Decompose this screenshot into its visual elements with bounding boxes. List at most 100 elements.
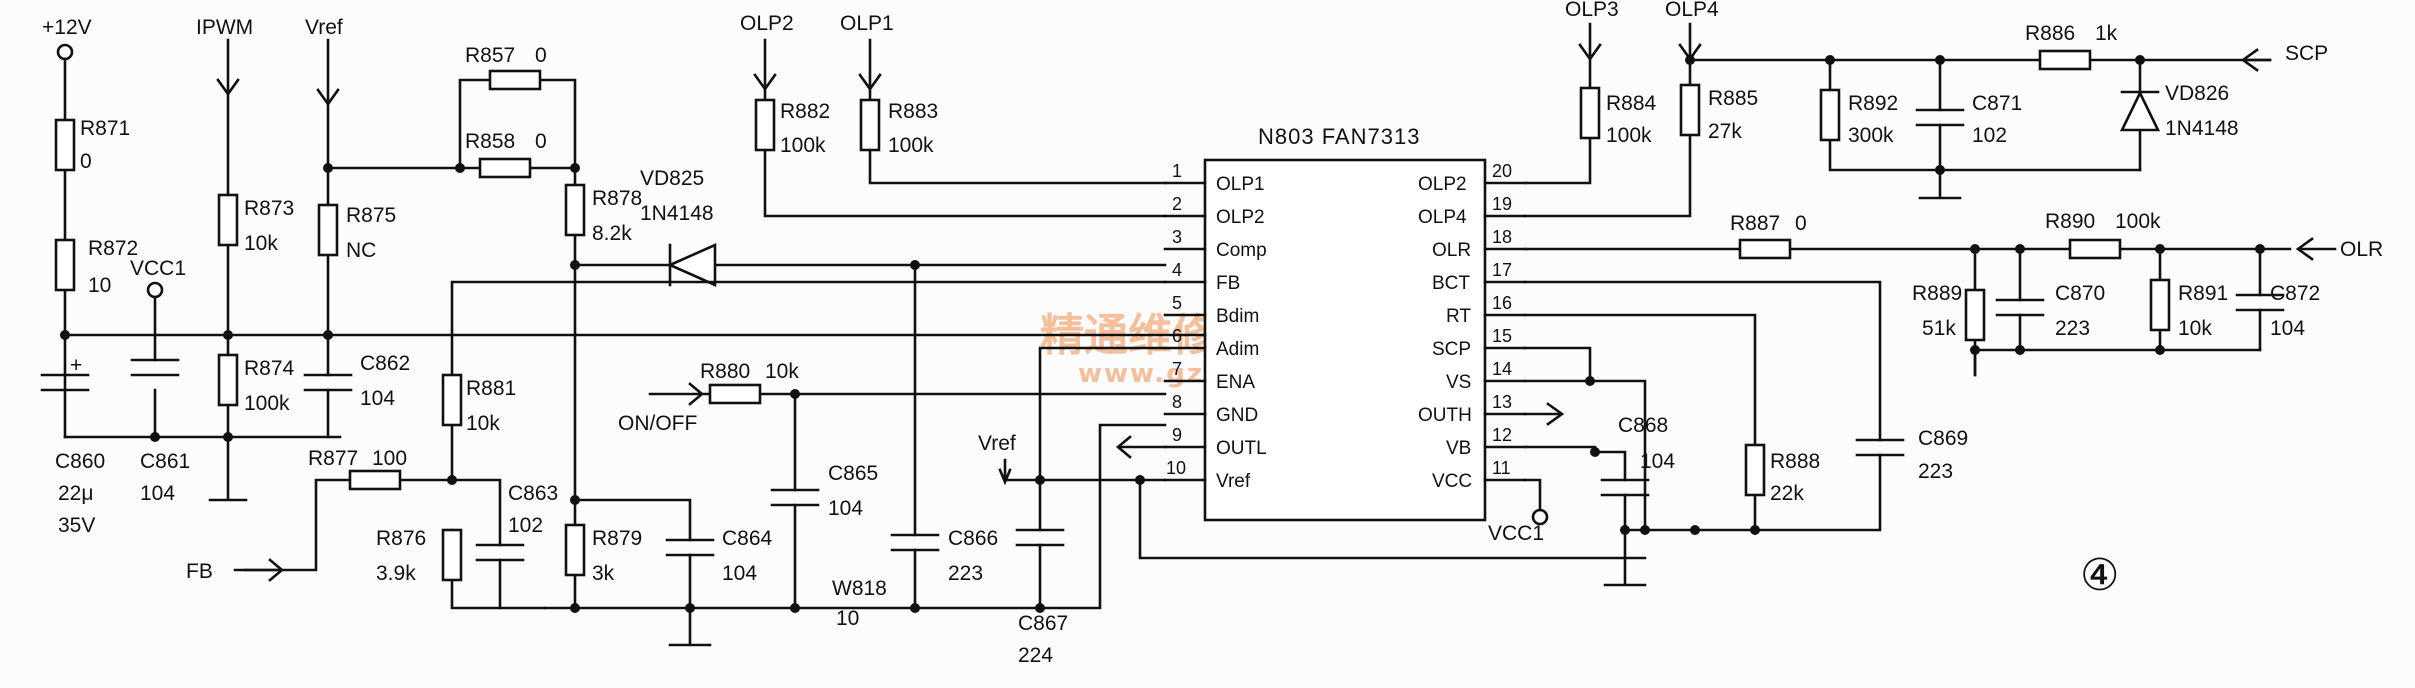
r890-body xyxy=(2068,238,2122,260)
r874-body xyxy=(217,353,239,407)
pin-num-18: 18 xyxy=(1492,227,1512,247)
r892-body xyxy=(1819,88,1841,142)
r882-body xyxy=(754,98,776,152)
r858-ref: R858 xyxy=(465,130,515,153)
net-fb: FB xyxy=(186,560,213,583)
r857-val: 0 xyxy=(535,44,547,67)
r857-ref: R857 xyxy=(465,44,515,67)
vd826-body xyxy=(2119,90,2161,132)
c871-val: 102 xyxy=(1972,124,2007,147)
net-vref-mid: Vref xyxy=(978,432,1016,455)
w818-ref: W818 xyxy=(832,577,887,600)
r879-val: 3k xyxy=(592,562,615,585)
r874-ref: R874 xyxy=(244,357,295,380)
c869-val: 223 xyxy=(1918,460,1953,483)
c860-plus: + xyxy=(70,354,82,377)
r858-val: 0 xyxy=(535,130,547,153)
pin-num-10: 10 xyxy=(1166,458,1186,478)
c860-ref: C860 xyxy=(55,450,105,473)
pin-name-adim: Adim xyxy=(1216,339,1259,360)
net-vref-top: Vref xyxy=(305,16,343,39)
r886-body xyxy=(2038,49,2092,71)
pin-name-olp4: OLP4 xyxy=(1418,207,1467,228)
c860-voltage: 35V xyxy=(58,514,95,537)
r891-val: 10k xyxy=(2178,317,2212,340)
net-olp2-top: OLP2 xyxy=(740,12,794,35)
pin-num-19: 19 xyxy=(1492,194,1512,214)
pin-name-vcc: VCC xyxy=(1432,471,1472,492)
net-olp4-top: OLP4 xyxy=(1665,0,1719,21)
pin-name-vs: VS xyxy=(1446,372,1471,393)
r872-val: 10 xyxy=(88,274,111,297)
c870-val: 223 xyxy=(2055,317,2090,340)
pin-name-bdim: Bdim xyxy=(1216,306,1259,327)
pin-name-outl: OUTL xyxy=(1216,438,1267,459)
r873-ref: R873 xyxy=(244,197,294,220)
enable-network: ON/OFF R880 10k C865 104 C866 223 Vref C… xyxy=(618,260,1647,667)
ic-right-pin-lines xyxy=(1483,181,1527,482)
net-olp1-top: OLP1 xyxy=(840,12,894,35)
c872-ref: C872 xyxy=(2270,282,2320,305)
c863-val: 102 xyxy=(508,514,543,537)
pin-name-fb: FB xyxy=(1216,273,1240,294)
r883-val: 100k xyxy=(888,134,934,157)
r872-body xyxy=(54,238,76,292)
pin-num-11: 11 xyxy=(1492,458,1511,478)
net-onoff: ON/OFF xyxy=(618,412,697,435)
r877-val: 100 xyxy=(372,447,407,470)
r881-ref: R881 xyxy=(466,377,516,400)
c861-val: 104 xyxy=(140,482,175,505)
ic-title: N803 FAN7313 xyxy=(1258,124,1420,149)
r886-val: 1k xyxy=(2095,22,2118,45)
pin-name-olr: OLR xyxy=(1432,240,1471,261)
r889-val: 51k xyxy=(1922,317,1956,340)
pin-name-bct: BCT xyxy=(1432,273,1470,294)
r889-body xyxy=(1964,288,1986,342)
r885-body xyxy=(1679,83,1701,137)
olp-left-inputs: OLP2 R882 100k OLP1 R883 100k xyxy=(740,12,1167,218)
pin-name-comp: Comp xyxy=(1216,240,1267,261)
r883-ref: R883 xyxy=(888,100,938,123)
r881-body xyxy=(441,373,463,427)
r884-body xyxy=(1579,86,1601,140)
r872-ref: R872 xyxy=(88,237,138,260)
pin-name-vref: Vref xyxy=(1216,471,1251,492)
pin-num-17: 17 xyxy=(1492,260,1512,280)
pin-num-20: 20 xyxy=(1492,161,1512,181)
r890-ref: R890 xyxy=(2045,210,2095,233)
ic-n803: N803 FAN7313 1 2 3 4 5 6 7 8 9 10 OLP1 O… xyxy=(1163,124,1527,522)
r857-body xyxy=(488,69,542,91)
c862-ref: C862 xyxy=(360,352,410,375)
r876-body xyxy=(441,528,463,582)
r873-val: 10k xyxy=(244,232,278,255)
pin-num-5: 5 xyxy=(1172,293,1182,313)
r881-val: 10k xyxy=(466,412,500,435)
olr-network: R887 0 R890 100k OLR R889 51k C870 223 R… xyxy=(1523,210,2383,377)
r887-val: 0 xyxy=(1795,212,1807,235)
pin-name-olp2-right: OLP2 xyxy=(1418,174,1467,195)
c870-ref: C870 xyxy=(2055,282,2105,305)
r886-ref: R886 xyxy=(2025,22,2075,45)
vd826-ref: VD826 xyxy=(2165,82,2229,105)
c863-ref: C863 xyxy=(508,482,558,505)
fb-network: R881 10k R877 100 FB R876 3.9k C863 102 … xyxy=(186,280,1167,647)
net-olp3-top: OLP3 xyxy=(1565,0,1619,21)
r884-val: 100k xyxy=(1606,124,1652,147)
r878-ref: R878 xyxy=(592,187,642,210)
pin-num-7: 7 xyxy=(1172,359,1182,379)
pin-name-rt: RT xyxy=(1446,306,1471,327)
supply-section: +12V R871 0 R872 10 + C860 22μ 35V VCC1 … xyxy=(40,16,1207,537)
r880-val: 10k xyxy=(765,360,799,383)
ic-left-pin-lines xyxy=(1163,181,1207,482)
r879-body xyxy=(564,523,586,577)
r875-ref: R875 xyxy=(346,204,396,227)
pin-num-4: 4 xyxy=(1172,260,1182,280)
c861-ref: C861 xyxy=(140,450,190,473)
c866-ref: C866 xyxy=(948,527,998,550)
r880-body xyxy=(708,383,762,405)
c868-ref: C868 xyxy=(1618,414,1668,437)
r887-body xyxy=(1738,238,1792,260)
r878-val: 8.2k xyxy=(592,222,632,245)
r882-ref: R882 xyxy=(780,100,830,123)
